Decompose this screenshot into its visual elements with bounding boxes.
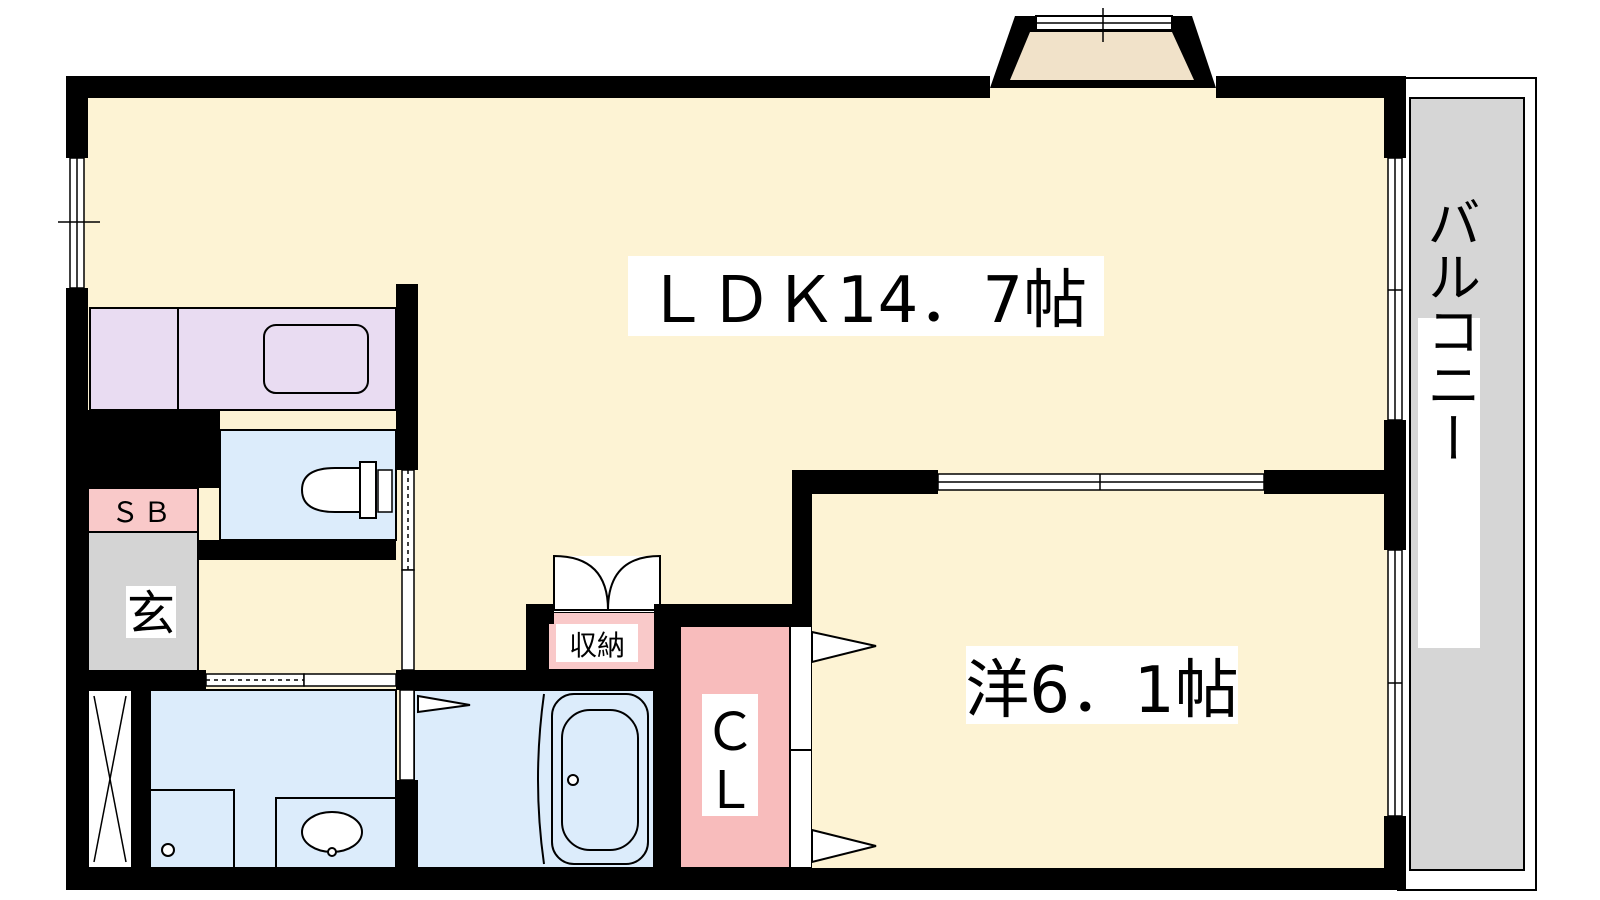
storage <box>547 554 661 671</box>
entrance-label: 玄 <box>127 586 175 642</box>
washroom <box>149 689 397 869</box>
western-room-label: 洋6．1帖 <box>965 654 1238 728</box>
floor-drain <box>161 843 175 857</box>
ldk-label: ＬＤＫ14．7帖 <box>645 264 1087 338</box>
closet-cl <box>679 625 813 869</box>
entrance-label-bg <box>126 586 176 638</box>
windows <box>58 157 1403 817</box>
entrance-closet <box>87 689 133 869</box>
storage-label: 収納 <box>569 629 625 662</box>
shoe-box <box>87 487 199 533</box>
shoe-box-label: ＳＢ <box>111 496 175 529</box>
ldk-label-bg <box>628 256 1104 336</box>
bay-window <box>990 8 1216 88</box>
bath-drain <box>567 774 579 786</box>
door-swings <box>417 630 877 864</box>
toilet-tank <box>359 461 377 519</box>
kitchen-counter <box>89 307 397 411</box>
toilet-bowl <box>300 467 361 513</box>
balcony <box>1397 77 1537 891</box>
wash-basin <box>301 811 363 853</box>
bathtub <box>551 693 649 865</box>
closet-label-bottom: Ｌ <box>704 761 756 821</box>
balcony-label: バルコニー <box>1418 195 1481 465</box>
washing-machine-space <box>149 789 235 869</box>
balcony-label-bg <box>1418 318 1480 648</box>
western-label-bg <box>966 646 1238 724</box>
kitchen-sink <box>263 324 369 394</box>
closet-label-top: Ｃ <box>704 703 756 763</box>
entrance-hall <box>200 560 396 670</box>
toilet-room <box>219 429 397 541</box>
walls <box>66 76 1406 890</box>
bathroom <box>413 689 655 869</box>
